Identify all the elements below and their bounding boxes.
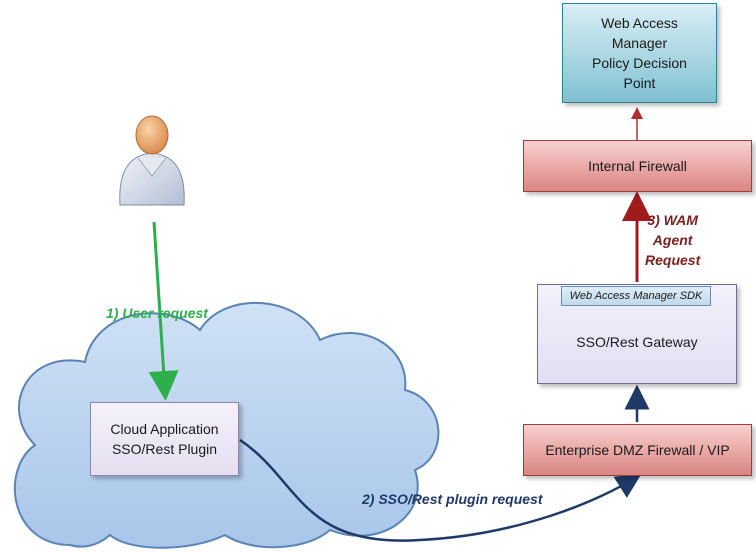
user-request-label: 1) User request	[106, 305, 208, 321]
user-request-arrow	[148, 221, 179, 401]
enterprise-dmz-firewall-box: Enterprise DMZ Firewall / VIP	[523, 424, 752, 476]
wam-request-label: 3) WAM Agent Request	[645, 212, 701, 268]
wam-sdk-box: Web Access Manager SDK	[561, 286, 711, 306]
cloud-application-box: Cloud Application SSO/Rest Plugin	[90, 402, 239, 476]
internal-firewall-box: Internal Firewall	[523, 140, 752, 192]
plugin-request-arrow	[239, 438, 642, 542]
gateway-label: SSO/Rest Gateway	[576, 334, 698, 350]
sdk-label: Web Access Manager SDK	[569, 290, 703, 302]
wam-policy-decision-point-box: Web Access Manager Policy Decision Point	[562, 3, 717, 103]
cloud-app-label: Cloud Application SSO/Rest Plugin	[110, 421, 219, 457]
wam-pdp-label: Web Access Manager Policy Decision Point	[592, 15, 687, 91]
plugin-request-label: 2) SSO/Rest plugin request	[362, 491, 543, 507]
user-icon	[119, 115, 185, 206]
dmz-firewall-label: Enterprise DMZ Firewall / VIP	[545, 442, 730, 458]
internal-firewall-label: Internal Firewall	[588, 158, 687, 174]
